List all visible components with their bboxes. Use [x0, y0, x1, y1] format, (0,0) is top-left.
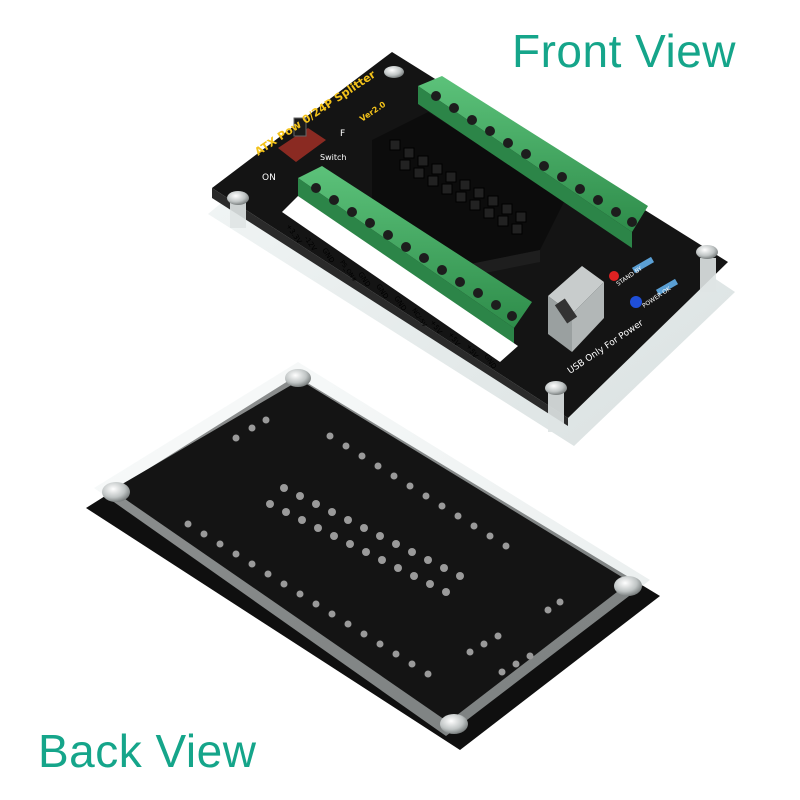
front-standoffs — [227, 66, 718, 432]
usb-port — [548, 266, 604, 352]
terminal-block-bottom — [298, 166, 532, 346]
power-switch — [278, 117, 326, 162]
back-screws — [102, 369, 642, 734]
back-board — [86, 362, 660, 750]
back-view-caption: Back View — [38, 725, 257, 777]
front-view-caption: Front View — [512, 25, 737, 77]
front-pcb-edge — [212, 188, 568, 426]
front-board: ATX Pow 0/24P Splitter Ver2.0 ON F Switc… — [208, 52, 735, 446]
terminal-block-top — [418, 76, 648, 248]
resistor-1 — [631, 256, 655, 274]
switch-label: Switch — [320, 153, 346, 162]
switch-on-label: ON — [262, 173, 276, 183]
switch-off-label: F — [340, 129, 345, 139]
standby-led — [609, 271, 619, 281]
solder-holes — [184, 416, 564, 678]
power-ok-led — [630, 296, 642, 308]
atx-24pin-connector — [372, 112, 565, 280]
resistor-2 — [655, 278, 679, 296]
